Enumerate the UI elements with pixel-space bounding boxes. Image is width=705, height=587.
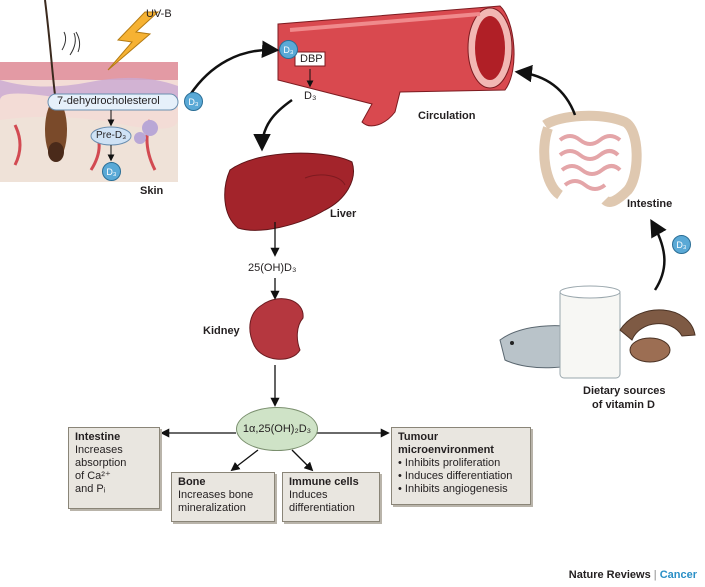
- intestine-box-title: Intestine: [75, 431, 121, 443]
- tumour-box-line: • Inhibits angiogenesis: [398, 483, 508, 495]
- liver-illustration: [224, 152, 354, 231]
- intestine-top-label: Intestine: [627, 198, 673, 210]
- bone-box-line: mineralization: [178, 502, 246, 514]
- d3-badge-diet: D₃: [672, 235, 691, 254]
- credit-separator: |: [653, 569, 657, 581]
- arrow-dietary-to-intestine: [650, 218, 667, 291]
- uvb-label: UV-B: [146, 8, 172, 20]
- tumour-box-line: • Inhibits proliferation: [398, 457, 501, 469]
- d3-badge-skin: D₃: [102, 162, 121, 181]
- arrow-intestine-to-circulation: [514, 64, 577, 116]
- kidney-label: Kidney: [203, 325, 240, 337]
- immune-box-line: differentiation: [289, 502, 355, 514]
- tumour-box-line: • Induces differentiation: [398, 470, 513, 482]
- d3-badge-circulation: D₃: [279, 40, 298, 59]
- hydroxy-label: 25(OH)D₃: [248, 262, 297, 274]
- bone-box-line: Increases bone: [178, 489, 254, 501]
- intestine-box-line: and Pᵢ: [75, 483, 106, 495]
- calcitriol-node: 1α,25(OH)₂D₃: [236, 407, 318, 451]
- liver-label: Liver: [330, 208, 357, 220]
- dietary-label-line1: Dietary sources: [583, 385, 666, 397]
- bone-box-title: Bone: [178, 476, 206, 488]
- immune-box-title: Immune cells: [289, 476, 359, 488]
- bone-effect-box: Bone Increases bone mineralization: [171, 472, 275, 522]
- dehydro-label: 7-dehydrocholesterol: [57, 95, 160, 107]
- skin-label: Skin: [140, 185, 164, 197]
- immune-effect-box: Immune cells Induces differentiation: [282, 472, 380, 522]
- uvb-bolt: [107, 11, 160, 71]
- d3-circulation-label: D₃: [304, 90, 317, 102]
- intestine-effect-box: Intestine Increases absorption of Ca²⁺ a…: [68, 427, 160, 509]
- intestine-illustration: [539, 110, 642, 207]
- arrow-to-immune-box: [291, 449, 314, 472]
- dbp-label: DBP: [300, 53, 323, 65]
- artery-illustration: [277, 5, 515, 127]
- tumour-effect-box: Tumour microenvironment • Inhibits proli…: [391, 427, 531, 505]
- intestine-box-line: absorption: [75, 457, 127, 469]
- circulation-label: Circulation: [418, 110, 476, 122]
- skin-illustration: [0, 0, 179, 182]
- kidney-illustration: [249, 298, 304, 360]
- dehydro-bubble: [47, 93, 179, 111]
- journal-name: Nature Reviews: [568, 569, 651, 581]
- dietary-label-line2: of vitamin D: [592, 399, 655, 411]
- immune-box-line: Induces: [289, 489, 328, 501]
- arrow-to-bone-box: [230, 449, 259, 472]
- tumour-box-title: microenvironment: [398, 444, 494, 456]
- calcitriol-label: 1α,25(OH)₂D₃: [242, 423, 312, 435]
- arrow-skin-to-circulation: [188, 40, 280, 96]
- tumour-box-title: Tumour: [398, 431, 439, 443]
- journal-section: Cancer: [659, 569, 697, 581]
- intestine-box-line: Increases: [75, 444, 123, 456]
- journal-credit: Nature Reviews | Cancer: [569, 569, 697, 581]
- pre-d3-label: Pre-D₃: [96, 130, 127, 141]
- arrow-circulation-to-liver: [253, 98, 293, 152]
- dietary-illustration: [499, 285, 696, 379]
- d3-badge-skin-exit: D₃: [184, 92, 203, 111]
- intestine-box-line: of Ca²⁺: [75, 470, 111, 482]
